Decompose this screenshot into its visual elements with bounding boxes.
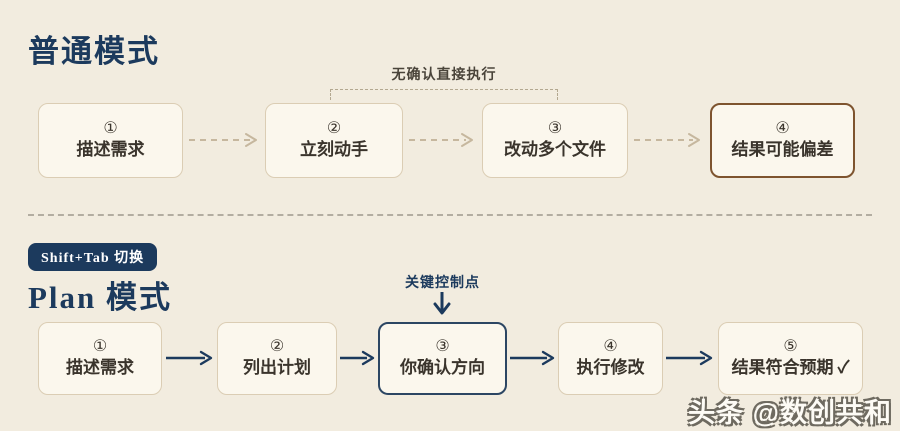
shift-tab-badge: Shift+Tab 切换	[28, 243, 158, 271]
step-number: ③	[435, 337, 450, 355]
plan-step-3-box: ③ 你确认方向	[378, 322, 507, 395]
solid-arrow-icon	[339, 350, 377, 371]
step-number: ⑤	[783, 337, 798, 355]
normal-step-1-box: ① 描述需求	[38, 103, 183, 178]
step-label: 列出计划	[243, 357, 311, 377]
plan-step-2-box: ② 列出计划	[217, 322, 337, 395]
plan-step-5-box: ⑤ 结果符合预期 ✓	[718, 322, 863, 395]
step-number: ④	[775, 119, 790, 137]
normal-mode-title: 普通模式	[28, 34, 160, 69]
dashed-arrow-icon	[408, 132, 480, 153]
dashed-arrow-icon	[188, 132, 264, 153]
plan-step-4-box: ④ 执行修改	[558, 322, 663, 395]
section-divider	[28, 214, 872, 216]
step-label: 描述需求	[76, 139, 145, 159]
step-number: ③	[547, 119, 563, 137]
step-label: 执行修改	[576, 357, 645, 377]
watermark: 头条 @数创共和	[688, 398, 892, 428]
step-label: 结果符合预期 ✓	[731, 357, 850, 377]
step-label: 改动多个文件	[504, 139, 606, 159]
normal-step-2-box: ② 立刻动手	[265, 103, 403, 178]
step-label: 描述需求	[66, 357, 134, 377]
solid-arrow-icon	[509, 350, 557, 371]
step-number: ①	[92, 337, 108, 355]
step-number: ②	[326, 119, 342, 137]
plan-annotation-label: 关键控制点	[405, 276, 480, 291]
solid-arrow-icon	[165, 350, 215, 371]
dashed-arrow-icon	[633, 132, 707, 153]
plan-mode-title: Plan 模式	[28, 280, 173, 315]
dashed-bracket	[330, 89, 558, 100]
normal-annotation-label: 无确认直接执行	[391, 68, 497, 83]
solid-arrow-icon	[665, 350, 715, 371]
step-label: 结果可能偏差	[731, 139, 834, 159]
down-arrow-icon	[432, 291, 452, 323]
plan-step-1-box: ① 描述需求	[38, 322, 162, 395]
normal-step-3-box: ③ 改动多个文件	[482, 103, 628, 178]
step-label: 立刻动手	[300, 139, 368, 159]
step-label: 你确认方向	[400, 357, 485, 377]
step-number: ④	[603, 337, 618, 355]
normal-step-4-box: ④ 结果可能偏差	[710, 103, 855, 178]
step-number: ②	[269, 337, 285, 355]
step-number: ①	[103, 119, 118, 137]
